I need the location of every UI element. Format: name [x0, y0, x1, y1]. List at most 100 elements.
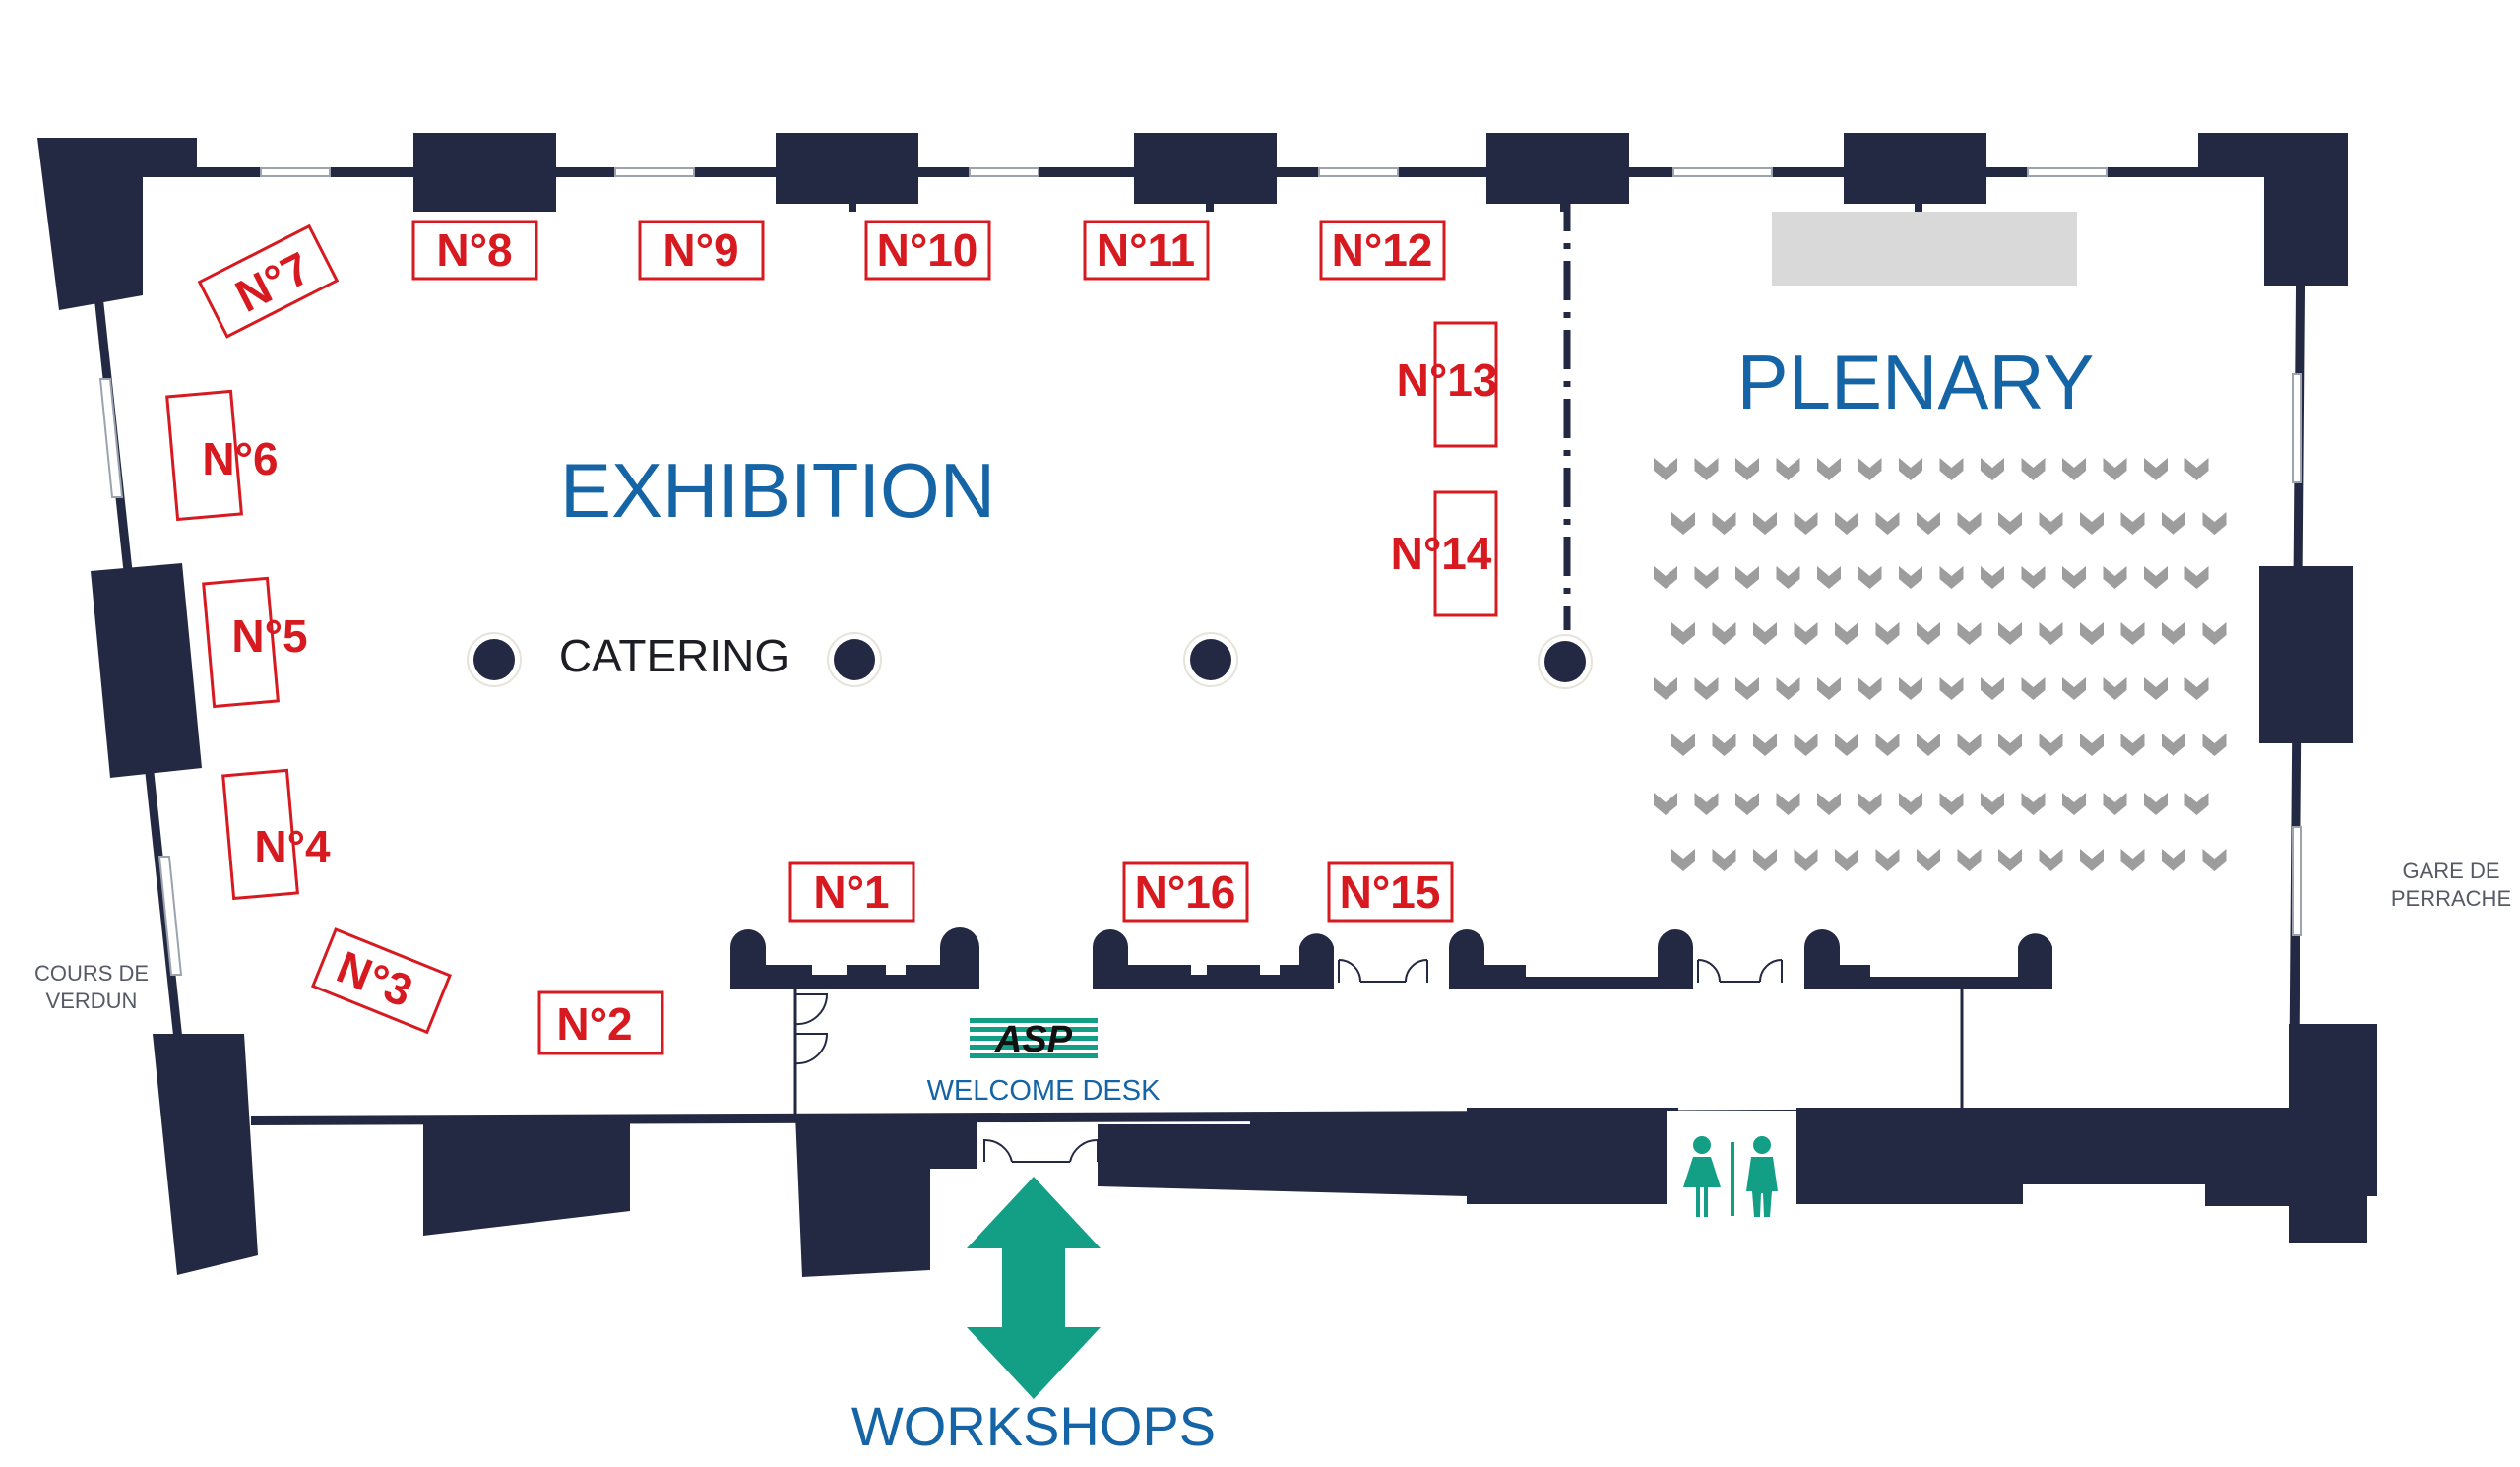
seat-icon: [2080, 622, 2104, 645]
seat-icon: [1776, 677, 1800, 700]
seat-icon: [1735, 677, 1759, 700]
seat-icon: [2202, 849, 2227, 871]
seat-icon: [1794, 849, 1818, 871]
seat-icon: [1776, 566, 1800, 589]
seat-icon: [1917, 512, 1940, 535]
booth-10: N°10: [877, 224, 978, 276]
seat-icon: [2021, 677, 2046, 700]
seat-icon: [2103, 566, 2127, 589]
seat-icon: [1753, 512, 1777, 535]
seat-icon: [1671, 622, 1695, 645]
seat-icon: [1671, 734, 1695, 756]
seat-icon: [1858, 793, 1882, 815]
seat-icon: [1835, 849, 1858, 871]
seat-icon: [1939, 677, 1964, 700]
booth-15: N°15: [1340, 866, 1441, 918]
booth-14: N°14: [1391, 528, 1492, 579]
seat-icon: [2021, 458, 2046, 480]
street-right-line2: PERRACHE: [2391, 886, 2511, 911]
stage: [1772, 212, 2077, 286]
seat-icon: [1939, 793, 1964, 815]
seat-icon: [1917, 734, 1940, 756]
seat-icon: [2202, 734, 2227, 756]
booth-13: N°13: [1397, 354, 1498, 406]
seat-icon: [1694, 566, 1719, 589]
seat-icon: [2120, 849, 2145, 871]
seat-icon: [2202, 512, 2227, 535]
seat-icon: [2184, 677, 2209, 700]
workshops-label: WORKSHOPS: [851, 1395, 1216, 1457]
seat-icon: [1957, 512, 1982, 535]
seat-icon: [1753, 734, 1777, 756]
booth-5: N°5: [231, 610, 307, 662]
booth-3: N°3: [330, 941, 419, 1017]
counters: [730, 927, 2052, 989]
seat-icon: [2021, 793, 2046, 815]
seat-icon: [1998, 622, 2022, 645]
seat-icon: [1654, 458, 1677, 480]
booth-6: N°6: [202, 433, 278, 484]
seat-icon: [1735, 458, 1759, 480]
seat-icon: [1875, 512, 1900, 535]
street-left-line1: COURS DE: [34, 961, 149, 986]
seat-icon: [2039, 734, 2063, 756]
seat-icon: [2103, 677, 2127, 700]
seat-icon: [2062, 677, 2086, 700]
seat-icon: [1817, 677, 1841, 700]
seat-icon: [1939, 458, 1964, 480]
seat-icon: [1817, 566, 1841, 589]
seat-icon: [1776, 458, 1800, 480]
seat-icon: [1917, 622, 1940, 645]
seat-icon: [2039, 622, 2063, 645]
seat-icon: [1712, 622, 1736, 645]
seat-icon: [2144, 458, 2168, 480]
booth-11: N°11: [1097, 224, 1195, 276]
seat-icon: [1957, 849, 1982, 871]
asp-logo: ASP: [970, 1002, 1098, 1069]
booth-16: N°16: [1135, 866, 1236, 918]
seat-icon: [1671, 512, 1695, 535]
seat-icon: [1654, 793, 1677, 815]
seat-icon: [1899, 458, 1922, 480]
booth-1: N°1: [813, 866, 889, 918]
seat-icon: [1858, 458, 1882, 480]
seat-icon: [2080, 849, 2104, 871]
seat-icon: [1835, 734, 1858, 756]
street-left-line2: VERDUN: [46, 989, 138, 1013]
seat-icon: [1858, 677, 1882, 700]
seat-icon: [1712, 734, 1736, 756]
seat-icon: [2039, 849, 2063, 871]
seat-icon: [1957, 622, 1982, 645]
seat-icon: [2184, 566, 2209, 589]
booths: [165, 220, 1498, 1055]
seat-icon: [1981, 793, 2004, 815]
seat-icon: [1753, 849, 1777, 871]
seat-icon: [1939, 566, 1964, 589]
seat-icon: [2103, 793, 2127, 815]
seat-icon: [1794, 512, 1818, 535]
booth-4: N°4: [254, 821, 331, 872]
seat-icon: [1794, 622, 1818, 645]
seat-icon: [1694, 793, 1719, 815]
seat-icon: [1817, 793, 1841, 815]
seat-icon: [1776, 793, 1800, 815]
asp-logo-text: ASP: [994, 1019, 1073, 1060]
seat-icon: [1917, 849, 1940, 871]
seat-icon: [1654, 566, 1677, 589]
seat-icon: [2162, 734, 2185, 756]
seat-icon: [1998, 734, 2022, 756]
plenary-label: PLENARY: [1737, 339, 2095, 425]
welcome-desk-label: WELCOME DESK: [927, 1075, 1162, 1107]
seat-icon: [2080, 734, 2104, 756]
seat-icon: [1694, 458, 1719, 480]
seat-icon: [2120, 622, 2145, 645]
seat-icon: [1981, 566, 2004, 589]
seat-icon: [1957, 734, 1982, 756]
seat-icon: [1998, 512, 2022, 535]
seat-icon: [1654, 677, 1677, 700]
seat-icon: [2162, 849, 2185, 871]
seat-icon: [1735, 566, 1759, 589]
seat-icon: [1753, 622, 1777, 645]
catering-label: CATERING: [559, 630, 789, 681]
